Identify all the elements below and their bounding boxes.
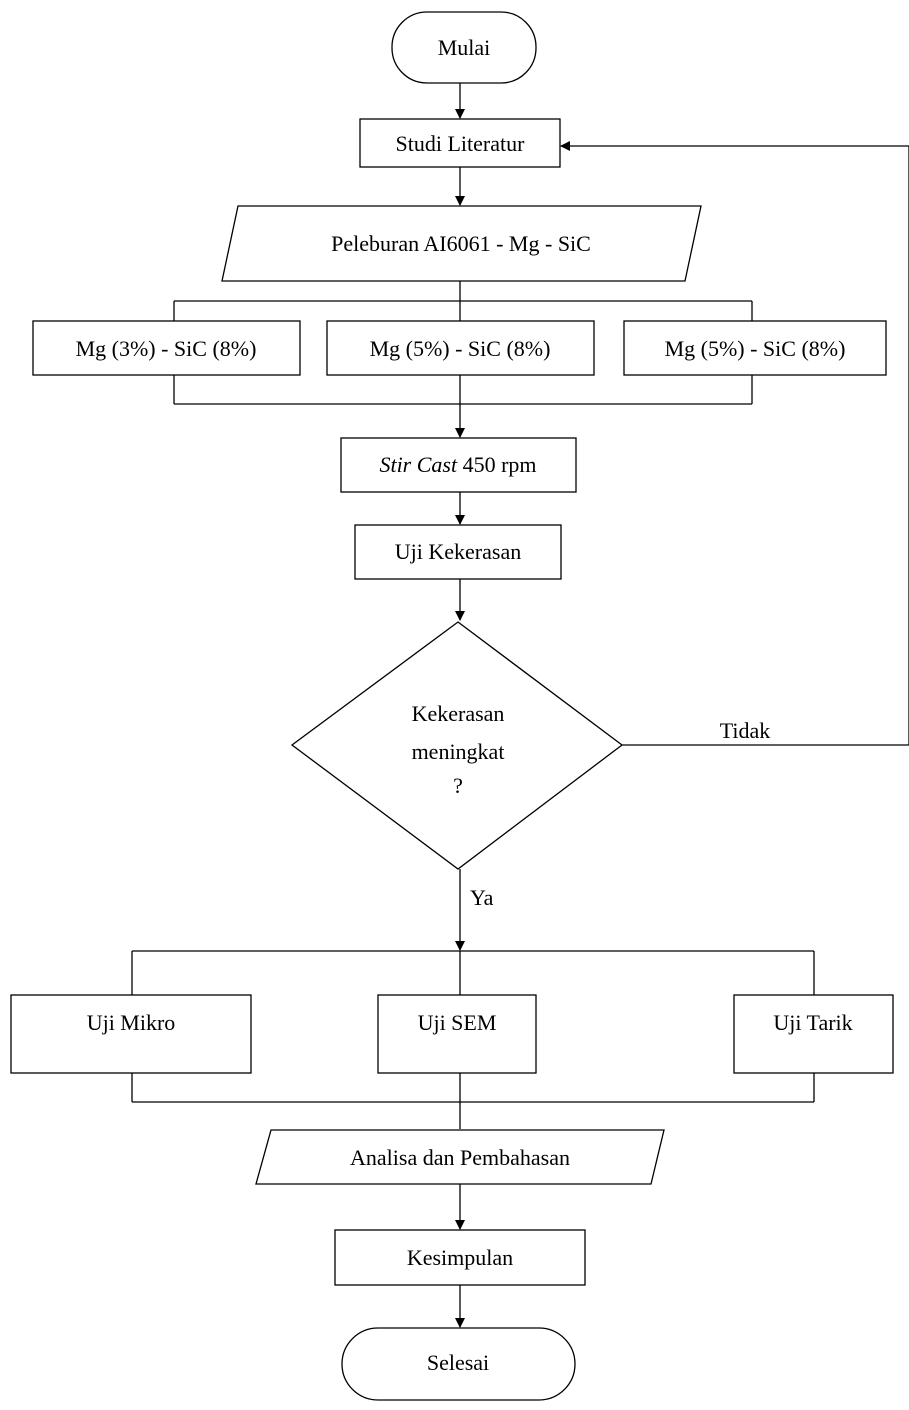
hardness-test-label: Uji Kekerasan	[395, 539, 521, 564]
conclusion-process	[334, 1229, 586, 1286]
literature-label: Studi Literatur	[396, 131, 526, 156]
connector-no-feedback	[622, 146, 909, 746]
test-label-tensile: Uji Tarik	[773, 1010, 852, 1035]
analysis-label: Analisa dan Pembahasan	[350, 1145, 570, 1170]
melting-label: Peleburan AI6061 - Mg - SiC	[331, 231, 591, 256]
yes-branch-label: Ya	[470, 885, 494, 910]
test-box-micro	[10, 994, 252, 1074]
stircast-label: Stir Cast 450 rpm	[379, 452, 536, 477]
melting-io	[221, 205, 702, 282]
variant-box-1	[32, 320, 301, 376]
literature-process	[359, 118, 561, 168]
variant-box-2	[326, 320, 595, 376]
no-branch-label: Tidak	[720, 718, 771, 743]
hardness-decision	[290, 621, 624, 870]
end-terminal	[341, 1327, 576, 1401]
end-label: Selesai	[427, 1350, 489, 1375]
decision-label-line3: ?	[453, 773, 463, 798]
stircast-label-rest: 450 rpm	[457, 452, 536, 477]
test-box-sem	[377, 994, 537, 1074]
variant-label-1: Mg (3%) - SiC (8%)	[76, 336, 257, 361]
variant-label-3: Mg (5%) - SiC (8%)	[665, 336, 846, 361]
start-label: Mulai	[438, 35, 491, 60]
test-box-tensile	[733, 994, 894, 1074]
hardness-test-process	[354, 524, 562, 580]
stircast-label-italic: Stir Cast	[379, 452, 458, 477]
decision-label-line2: meningkat	[412, 739, 505, 764]
decision-label-line1: Kekerasan	[412, 701, 505, 726]
test-label-sem: Uji SEM	[418, 1010, 497, 1035]
variant-label-2: Mg (5%) - SiC (8%)	[370, 336, 551, 361]
analysis-io	[255, 1129, 665, 1185]
stircast-process	[340, 437, 577, 493]
variant-box-3	[623, 320, 887, 376]
start-terminal	[391, 11, 537, 84]
test-label-micro: Uji Mikro	[87, 1010, 176, 1035]
conclusion-label: Kesimpulan	[407, 1245, 513, 1270]
